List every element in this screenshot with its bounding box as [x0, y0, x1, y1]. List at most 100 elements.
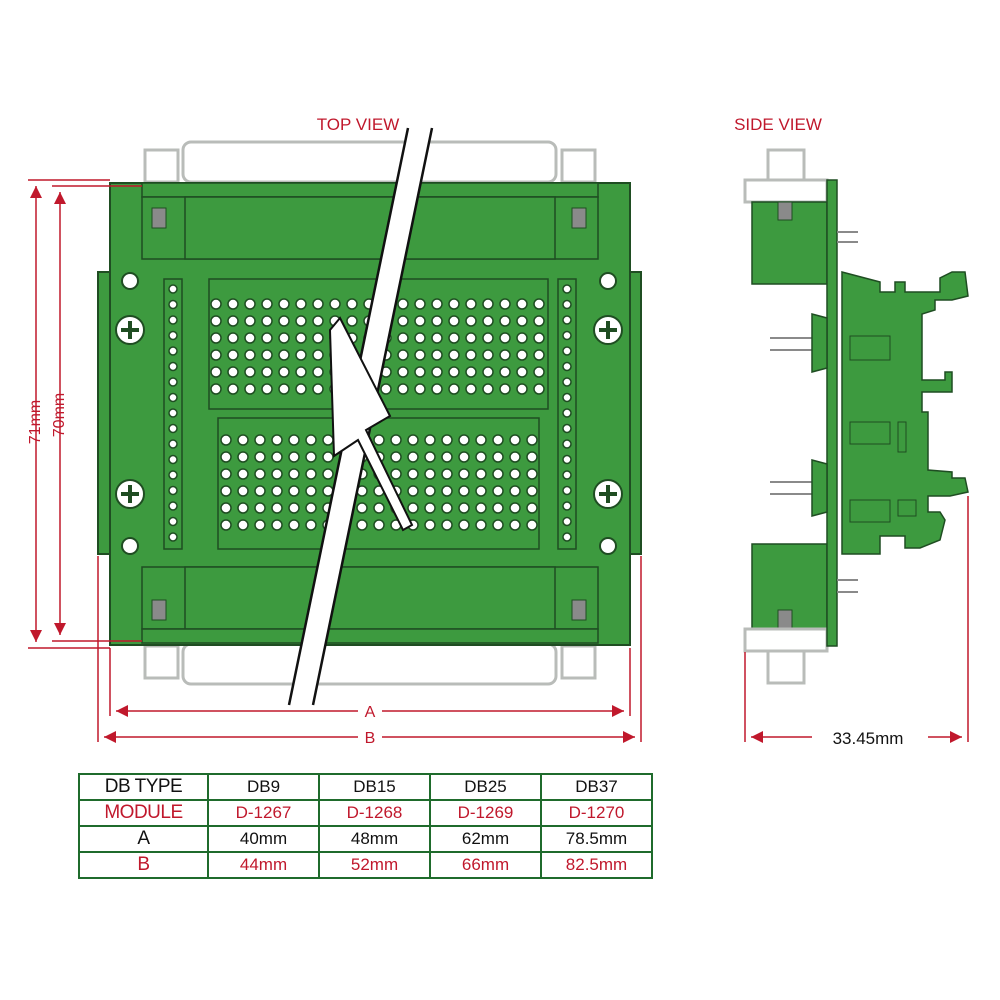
dimension-a	[109, 648, 631, 717]
terminal-hole	[271, 468, 283, 480]
terminal-hole	[261, 298, 273, 310]
standoff-bottom-left	[143, 644, 180, 680]
terminal-hole	[322, 451, 334, 463]
terminal-hole	[562, 532, 572, 542]
strip-holes	[168, 284, 572, 542]
terminal-hole	[397, 332, 409, 344]
terminal-hole	[492, 468, 504, 480]
terminal-hole	[431, 332, 443, 344]
side-pins	[770, 231, 858, 593]
terminal-hole	[288, 451, 300, 463]
terminal-hole	[397, 298, 409, 310]
terminal-hole	[220, 434, 232, 446]
terminal-hole	[237, 519, 249, 531]
table-cell: 82.5mm	[540, 851, 653, 879]
terminal-hole	[237, 468, 249, 480]
pcb-top-band	[141, 182, 599, 198]
terminal-hole	[562, 423, 572, 434]
terminal-hole	[562, 439, 572, 449]
screw-slot-tl	[151, 207, 167, 229]
terminal-hole	[210, 315, 222, 327]
terminal-hole	[441, 502, 453, 514]
terminal-hole	[271, 502, 283, 514]
terminal-hole	[431, 366, 443, 378]
terminal-hole	[509, 485, 521, 497]
terminal-hole	[271, 451, 283, 463]
terminal-hole	[288, 434, 300, 446]
table-cell: D-1270	[540, 799, 653, 827]
dimension-a-label: A	[365, 704, 376, 721]
terminal-hole	[168, 284, 178, 294]
terminal-hole	[168, 361, 178, 372]
terminal-hole	[465, 383, 477, 395]
top-view-label: TOP VIEW	[317, 115, 400, 134]
terminal-hole	[312, 315, 324, 327]
terminal-hole	[448, 315, 460, 327]
table-cell: 78.5mm	[540, 825, 653, 853]
terminal-hole	[220, 468, 232, 480]
terminal-hole	[499, 349, 511, 361]
terminal-hole	[509, 451, 521, 463]
terminal-hole	[168, 439, 178, 449]
terminal-hole	[278, 298, 290, 310]
terminal-hole	[414, 332, 426, 344]
terminal-hole	[312, 383, 324, 395]
terminal-hole	[516, 366, 528, 378]
terminal-hole	[465, 349, 477, 361]
terminal-hole	[244, 349, 256, 361]
terminal-hole	[397, 315, 409, 327]
terminal-hole	[424, 434, 436, 446]
terminal-hole	[244, 298, 256, 310]
terminal-hole	[448, 366, 460, 378]
terminal-hole	[407, 485, 419, 497]
side-connector-top-ear	[766, 148, 806, 182]
terminal-hole	[465, 298, 477, 310]
terminal-hole	[261, 366, 273, 378]
terminal-hole	[278, 366, 290, 378]
terminal-hole	[526, 502, 538, 514]
terminal-hole	[516, 383, 528, 395]
terminal-hole	[237, 434, 249, 446]
terminal-hole	[237, 502, 249, 514]
terminal-hole	[533, 366, 545, 378]
dimension-70mm	[52, 185, 142, 642]
terminal-hole	[458, 502, 470, 514]
terminal-hole	[295, 349, 307, 361]
dimension-71mm	[28, 179, 110, 649]
terminal-hole	[271, 519, 283, 531]
terminal-hole	[499, 332, 511, 344]
standoff-bottom-right	[560, 644, 597, 680]
terminal-hole	[261, 315, 273, 327]
terminal-hole	[373, 519, 385, 531]
connector-inner-bottom	[184, 566, 556, 630]
terminal-hole	[516, 298, 528, 310]
table-cell: DB25	[429, 773, 542, 801]
terminal-hole	[492, 451, 504, 463]
terminal-hole	[312, 332, 324, 344]
terminal-hole	[499, 315, 511, 327]
terminal-hole	[220, 502, 232, 514]
pcb-bottom-band	[141, 628, 599, 644]
table-cell: 52mm	[318, 851, 431, 879]
table-row-db-type: DB TYPE DB9 DB15 DB25 DB37	[78, 773, 653, 801]
terminal-hole	[424, 502, 436, 514]
terminal-hole	[526, 451, 538, 463]
terminal-hole	[562, 315, 572, 325]
terminal-hole	[356, 502, 368, 514]
terminal-hole	[441, 468, 453, 480]
side-connector-bottom-ear	[766, 649, 806, 685]
table-cell: 48mm	[318, 825, 431, 853]
terminal-hole	[305, 434, 317, 446]
mount-hole-br	[599, 537, 617, 555]
terminal-hole	[448, 349, 460, 361]
terminal-hole	[254, 451, 266, 463]
screw-slot-bl	[151, 599, 167, 621]
terminal-hole	[533, 315, 545, 327]
terminal-hole	[346, 298, 358, 310]
terminal-hole	[424, 485, 436, 497]
terminal-hole	[414, 298, 426, 310]
terminal-hole	[220, 519, 232, 531]
terminal-hole	[533, 298, 545, 310]
break-symbol	[328, 316, 414, 532]
terminal-hole	[562, 284, 572, 294]
